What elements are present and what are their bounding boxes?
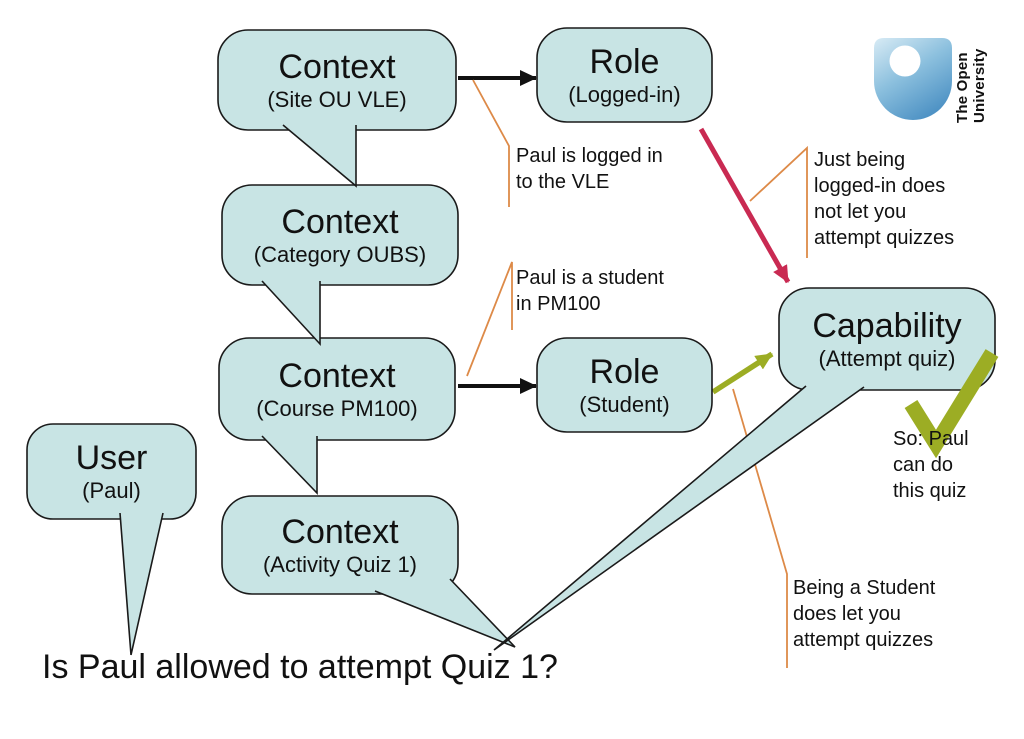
tail-context-course (261, 435, 318, 495)
leader-paul-logged-in (472, 79, 510, 207)
bubble-context-activity (221, 495, 459, 595)
arrow-loggedin-to-capability (698, 127, 791, 284)
tail-context-site (282, 124, 357, 188)
tail-context-activity (374, 578, 516, 648)
bubble-role-student (536, 337, 713, 433)
tail-context-category (261, 280, 321, 347)
leader-logged-in-not-enough (749, 145, 808, 258)
tail-capability (493, 385, 865, 651)
bubble-group (26, 27, 996, 656)
bubble-user (26, 423, 197, 520)
tail-user (119, 512, 164, 656)
bubble-context-course (218, 337, 456, 441)
bubble-role-loggedin (536, 27, 713, 123)
bubble-context-category (221, 184, 459, 286)
arrow-student-to-capability (711, 351, 774, 395)
ou-shield-hole (889, 45, 921, 77)
checkmark-icon (904, 349, 999, 459)
ou-logo-icon (874, 38, 952, 120)
bubble-capability (778, 287, 996, 391)
leader-paul-student (466, 261, 513, 377)
bubble-context-site (217, 29, 457, 131)
